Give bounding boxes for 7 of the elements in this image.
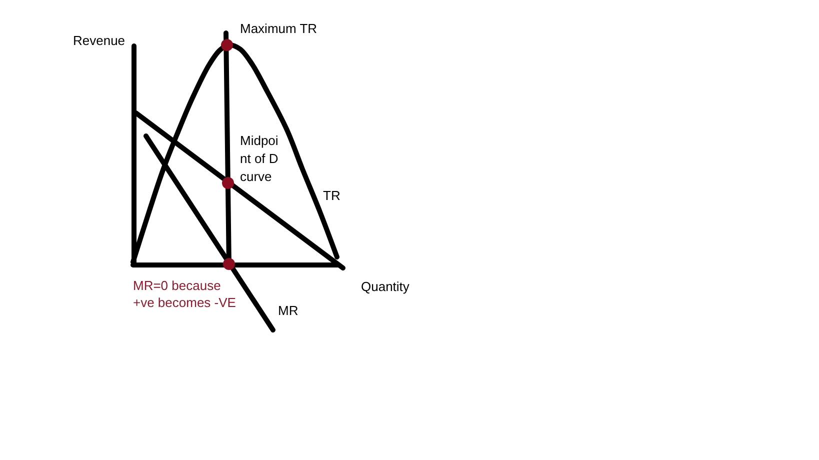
point-annotation: Maximum TR: [240, 20, 318, 38]
axis-label: Revenue: [73, 32, 126, 50]
curve-label: TR: [323, 187, 340, 205]
point-annotation: MR=0 because +ve becomes -VE: [133, 277, 237, 311]
axis-label: Quantity: [361, 278, 410, 296]
point-annotation: Midpoint of D curve: [240, 132, 280, 186]
curve-label: MR: [278, 302, 298, 320]
